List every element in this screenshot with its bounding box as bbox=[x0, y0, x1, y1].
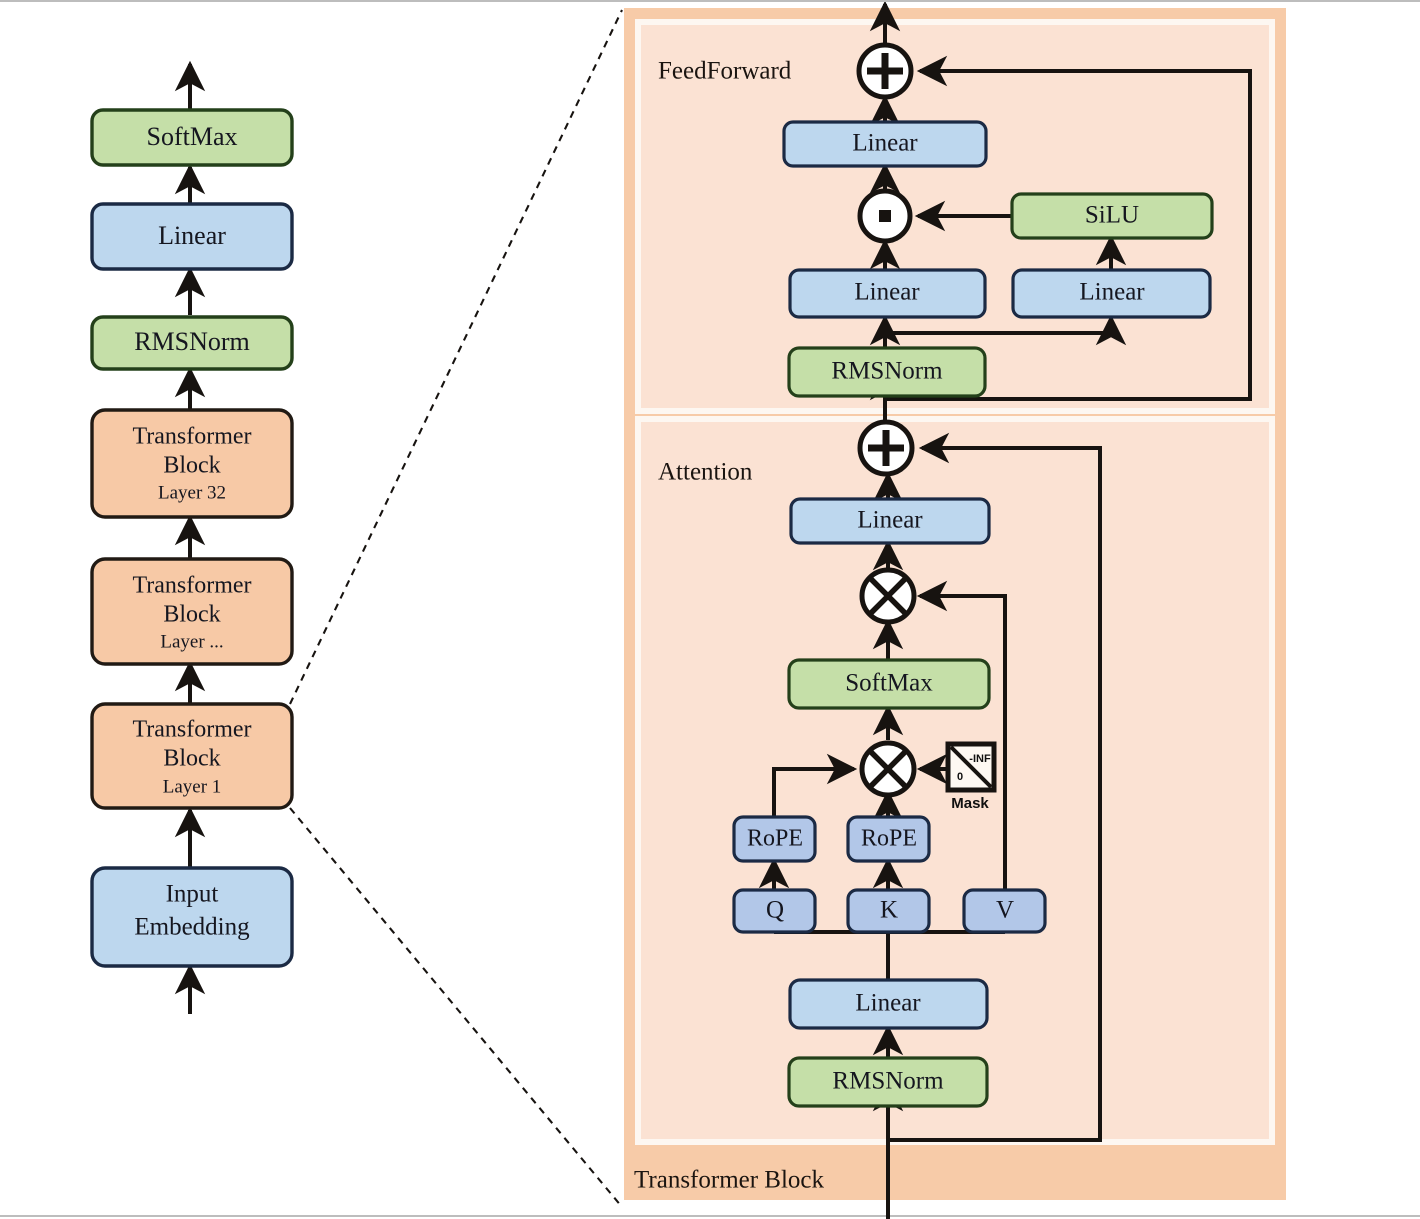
attention-mask-lower-value: 0 bbox=[957, 771, 963, 783]
feedforward-output-linear-label: Linear bbox=[852, 130, 918, 157]
left-box-block1-label-line1: Transformer bbox=[132, 717, 251, 743]
left-box-blockdots-label-line1: Transformer bbox=[132, 573, 251, 599]
detail-container-label: Transformer Block bbox=[634, 1167, 825, 1194]
left-box-linear-label: Linear bbox=[158, 221, 226, 250]
attention-k-label: K bbox=[880, 897, 898, 924]
attention-v-label: V bbox=[996, 897, 1014, 924]
wire-at-residual bbox=[888, 432, 1102, 1142]
attention-output-linear[interactable]: Linear bbox=[789, 497, 991, 545]
attention-mask-label: Mask bbox=[951, 795, 989, 812]
attention-rmsnorm[interactable]: RMSNorm bbox=[787, 1056, 989, 1108]
zoom-line-top bbox=[289, 9, 623, 705]
zoom-connector-lines bbox=[289, 9, 623, 1208]
attention-rope-q-label: RoPE bbox=[747, 826, 803, 852]
left-box-block32-label-line2: Block bbox=[163, 453, 220, 479]
left-box-input-embedding[interactable]: Input Embedding bbox=[90, 866, 294, 968]
wire-at-ropeq-to-mulqk bbox=[772, 753, 858, 817]
attention-input-linear-label: Linear bbox=[855, 990, 921, 1017]
attention-multiply-v-node[interactable] bbox=[859, 567, 917, 625]
left-box-block1-sublabel: Layer 1 bbox=[163, 776, 222, 797]
feedforward-output-linear[interactable]: Linear bbox=[782, 120, 988, 168]
left-box-blockdots-label-line2: Block bbox=[163, 602, 220, 628]
attention-output-linear-label: Linear bbox=[857, 507, 923, 534]
attention-softmax[interactable]: SoftMax bbox=[787, 658, 991, 710]
left-box-inputemb-label-line1: Input bbox=[166, 881, 219, 908]
left-box-blockdots-sublabel: Layer ... bbox=[160, 631, 223, 652]
feedforward-add-node[interactable] bbox=[856, 42, 914, 100]
feedforward-panel-title: FeedForward bbox=[658, 58, 792, 85]
left-box-transformer-block-32[interactable]: Transformer Block Layer 32 bbox=[90, 408, 294, 519]
wire-at-v-to-mulv bbox=[916, 580, 1007, 892]
feedforward-linear-right[interactable]: Linear bbox=[1011, 268, 1212, 319]
feedforward-linear-left-label: Linear bbox=[854, 279, 920, 306]
left-box-transformer-block-dots[interactable]: Transformer Block Layer ... bbox=[90, 557, 294, 666]
left-box-block32-sublabel: Layer 32 bbox=[158, 482, 226, 503]
attention-rope-q[interactable]: RoPE bbox=[732, 815, 817, 863]
left-box-block32-label-line1: Transformer bbox=[132, 424, 251, 450]
left-model-stack: SoftMax Linear RMSNorm Transformer Block… bbox=[90, 60, 294, 1014]
left-box-softmax-label: SoftMax bbox=[147, 122, 238, 151]
attention-rope-k[interactable]: RoPE bbox=[846, 815, 931, 863]
attention-mask-upper-value: -INF bbox=[969, 753, 991, 765]
attention-multiply-qk-node[interactable] bbox=[859, 740, 917, 798]
attention-v[interactable]: V bbox=[962, 888, 1047, 934]
left-box-rmsnorm-label: RMSNorm bbox=[134, 327, 250, 356]
attention-q[interactable]: Q bbox=[732, 888, 817, 934]
left-box-linear[interactable]: Linear bbox=[90, 202, 294, 271]
left-box-block1-label-line2: Block bbox=[163, 746, 220, 772]
attention-mask[interactable]: -INF 0 Mask bbox=[945, 741, 997, 812]
attention-k[interactable]: K bbox=[846, 888, 931, 934]
attention-rmsnorm-label: RMSNorm bbox=[832, 1068, 944, 1095]
left-box-transformer-block-1[interactable]: Transformer Block Layer 1 bbox=[90, 702, 294, 810]
attention-add-node[interactable] bbox=[857, 419, 915, 477]
attention-softmax-label: SoftMax bbox=[845, 670, 933, 697]
left-box-softmax[interactable]: SoftMax bbox=[90, 108, 294, 167]
left-box-rmsnorm[interactable]: RMSNorm bbox=[90, 315, 294, 371]
feedforward-rmsnorm[interactable]: RMSNorm bbox=[787, 346, 987, 398]
feedforward-wires bbox=[869, 2, 1252, 424]
feedforward-silu-label: SiLU bbox=[1085, 202, 1139, 229]
wire-ff-rms-branch-to-linearr bbox=[885, 314, 1127, 346]
zoom-line-bottom bbox=[289, 807, 623, 1208]
attention-rope-k-label: RoPE bbox=[861, 826, 917, 852]
attention-panel-title: Attention bbox=[658, 459, 753, 486]
left-box-inputemb-label-line2: Embedding bbox=[134, 914, 250, 941]
transformer-block-detail-panel: FeedForward Attention Transformer Block bbox=[624, 2, 1286, 1219]
feedforward-linear-left[interactable]: Linear bbox=[788, 268, 987, 319]
feedforward-linear-right-label: Linear bbox=[1079, 279, 1145, 306]
attention-input-linear[interactable]: Linear bbox=[788, 978, 989, 1030]
feedforward-rmsnorm-label: RMSNorm bbox=[831, 358, 943, 385]
feedforward-silu[interactable]: SiLU bbox=[1010, 192, 1214, 240]
wire-ff-residual bbox=[885, 55, 1252, 401]
feedforward-multiply-node[interactable] bbox=[857, 188, 913, 244]
attention-q-label: Q bbox=[766, 897, 784, 924]
